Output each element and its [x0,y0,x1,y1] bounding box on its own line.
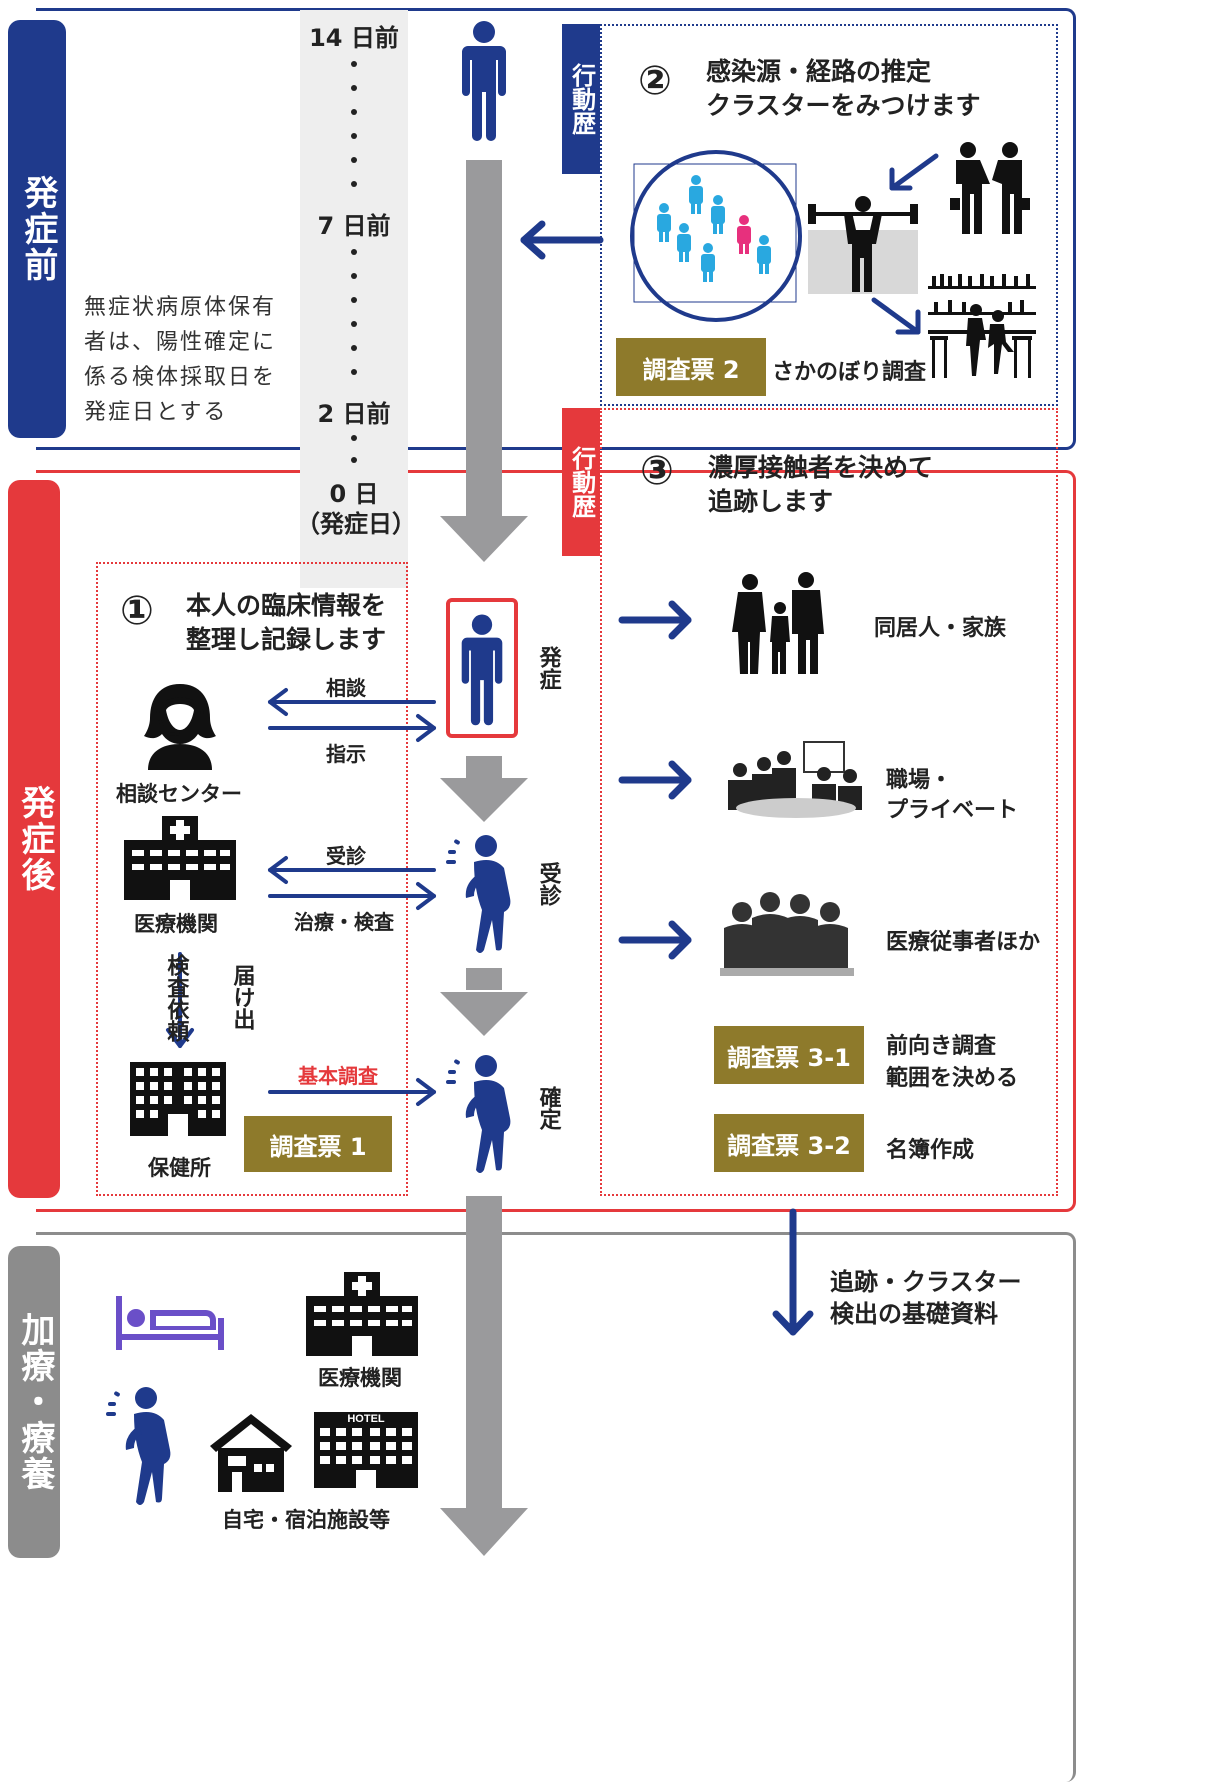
section3-activity-tag: 行動歴 [562,408,600,556]
test-request-text: 検査依頼 [163,954,189,1042]
contact-work-label2: プライベート [886,798,1019,823]
treatment-label: 加療・療養 [8,1246,60,1558]
health-center-label: 保健所 [148,1156,211,1180]
post-onset-label: 発症後 [8,480,60,1198]
onset-person-icon [461,614,503,726]
sick-person-confirmed-icon [446,1055,511,1173]
section2-number: ② [638,58,672,106]
home-icon [210,1414,292,1492]
visit-arrow-label: 受診 [326,844,366,868]
treatment-sick-person-icon [106,1387,171,1505]
timeline-day0: 0 日 [329,480,379,508]
test-request-label: 検査依頼 [128,954,223,1042]
contact-work-label1: 職場・ [886,768,953,793]
section3-box [600,408,1058,1196]
treatment-medical-inst-label: 医療機関 [318,1366,402,1390]
timeline-dots [351,61,357,463]
confirmed-state-label: 確定 [524,1086,572,1130]
post-onset-panel [36,470,1076,1212]
pre-onset-panel [36,8,1076,450]
handshake-arrow-icon [889,153,939,191]
bar-scene-icon [928,274,1036,378]
home-lodging-label: 自宅・宿泊施設等 [222,1508,390,1532]
section1-number-glyph: ① [120,588,154,634]
consult-label: 相談 [326,676,366,700]
sick-person-visit-icon [446,835,511,953]
asymptomatic-note: 無症状病原体保有者は、陽性確定に係る検体採取日を発症日とする [84,295,277,425]
confirmed-state-text: 確定 [535,1086,561,1130]
form32-badge[interactable]: 調査票 3-2 [714,1114,864,1172]
section2-title-line2: クラスターをみつけます [706,91,981,120]
medical-inst-label: 医療機関 [134,912,218,936]
section2-box [600,24,1058,406]
form1-badge[interactable]: 調査票 1 [244,1116,392,1172]
pre-onset-label: 発症前 [8,20,66,438]
hotel-sign: HOTEL [347,1413,385,1425]
section1-title-line2: 整理し記録します [186,625,387,654]
visit-state-text: 受診 [535,862,561,906]
pre-onset-text: 発症前 [17,175,58,283]
onset-state-label: 発症 [524,646,572,690]
consult-center-label: 相談センター [116,782,242,806]
section3-number-glyph: ③ [640,448,674,494]
form31-badge[interactable]: 調査票 3-1 [714,1026,864,1084]
tracking-down-arrow-icon [772,1208,814,1336]
onset-state-text: 発症 [535,646,561,690]
section1-number: ① [120,588,154,636]
contact-family-label: 同居人・家族 [874,616,1007,641]
timeline-onset-note: （発症日） [296,510,416,538]
bar-arrow-icon [871,297,921,335]
notification-text: 届け出 [229,964,255,1030]
cluster-icon [630,150,802,322]
hospital-icon [124,816,236,900]
section1-box [96,562,408,1196]
contact-medical-label: 医療従事者ほか [886,930,1041,955]
section3-number: ③ [640,448,674,496]
instruct-label: 指示 [326,742,366,766]
timeline-day14: 14 日前 [309,24,399,52]
post-onset-text: 発症後 [14,785,55,893]
timeline-day2: 2 日前 [317,400,391,428]
person-standing-icon [462,21,506,141]
treatment-text: 加療・療養 [14,1312,55,1492]
retrospective-survey-label: さかのぼり調査 [772,360,927,385]
form31-desc2: 範囲を決める [886,1066,1019,1091]
timeline-day7: 7 日前 [317,212,391,240]
tracking-note-line2: 検出の基礎資料 [830,1300,998,1328]
bed-icon [116,1296,224,1350]
section3-title-line2: 追跡します [708,487,834,516]
form2-badge[interactable]: 調査票 2 [616,338,766,396]
section3-title-line1: 濃厚接触者を決めて [708,453,934,482]
treatment-hospital-icon [306,1272,418,1356]
section3-activity-text: 行動歴 [567,446,596,518]
family-icon [732,572,824,674]
left-arrow-icon [520,220,604,260]
office-meeting-icon [728,741,862,818]
notification-label: 届け出 [206,964,277,1030]
health-center-icon [130,1062,226,1136]
section2-title-line1: 感染源・経路の推定 [706,57,932,86]
section2-number-glyph: ② [638,58,672,104]
treatment-panel [36,1232,1076,1782]
business-handshake-icon [950,142,1030,234]
hotel-icon [314,1412,418,1488]
form31-desc1: 前向き調査 [886,1034,997,1059]
medical-staff-icon [720,892,854,976]
treat-test-label: 治療・検査 [294,910,394,934]
gym-icon [808,196,918,294]
form32-desc: 名簿作成 [886,1138,975,1163]
visit-state-label: 受診 [524,862,572,906]
section2-activity-text: 行動歴 [567,63,596,135]
tracking-note-line1: 追跡・クラスター [830,1268,1022,1296]
section1-title-line1: 本人の臨床情報を [186,591,387,620]
onset-person-frame [446,598,518,738]
section2-activity-tag: 行動歴 [562,24,600,174]
operator-icon [144,684,216,770]
basic-survey-label: 基本調査 [298,1064,378,1088]
